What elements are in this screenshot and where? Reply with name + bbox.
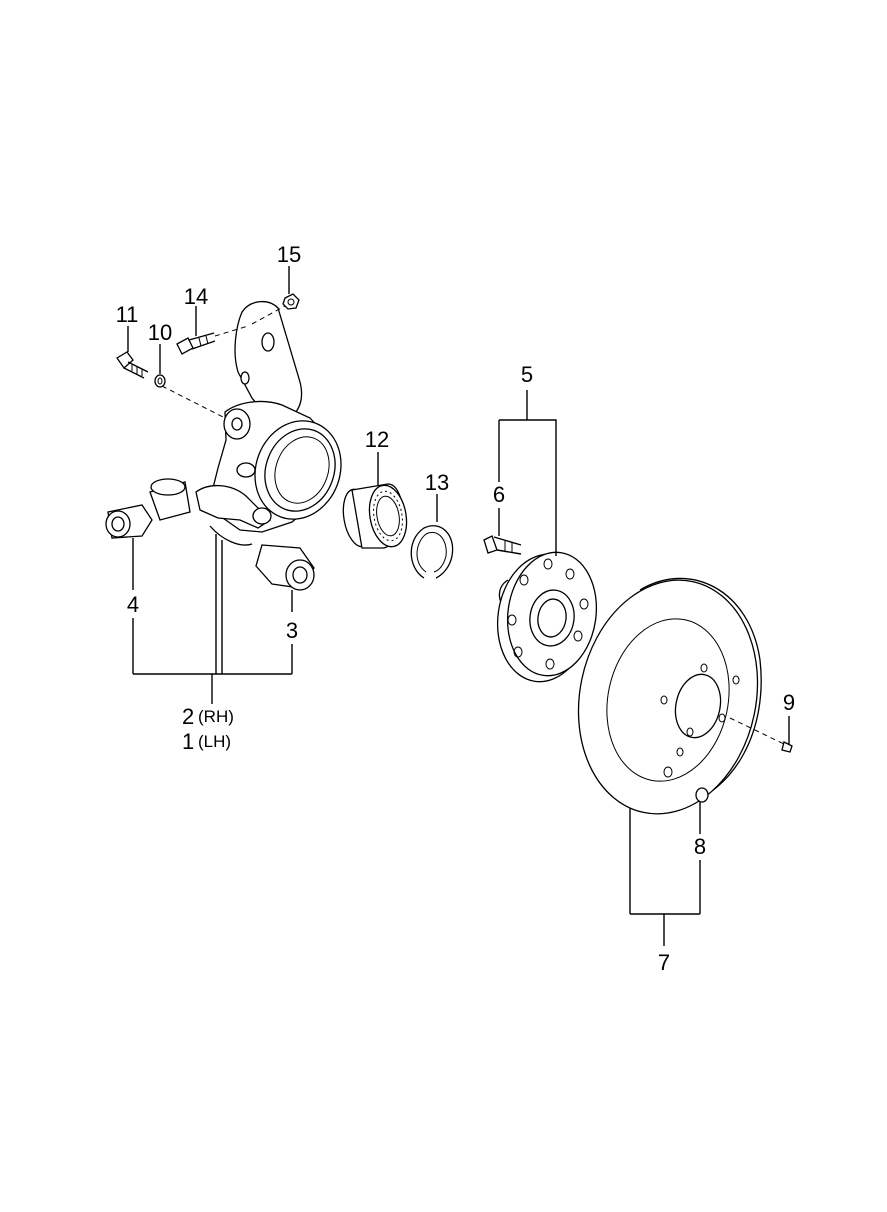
callout-5: 5 xyxy=(521,362,533,387)
callout-10: 10 xyxy=(148,320,172,345)
knuckle-part xyxy=(105,301,342,591)
hole-plug-8 xyxy=(695,787,709,803)
callout-14: 14 xyxy=(184,284,208,309)
callout-7: 7 xyxy=(658,950,670,975)
callout-1: 1 xyxy=(182,729,194,754)
bolt-14 xyxy=(176,332,216,355)
callout-2-suffix: (RH) xyxy=(198,707,234,726)
callout-4: 4 xyxy=(127,592,139,617)
callout-12: 12 xyxy=(365,427,389,452)
callout-2: 2 xyxy=(182,704,194,729)
callout-8: 8 xyxy=(694,834,706,859)
callout-13: 13 xyxy=(425,470,449,495)
nut-15 xyxy=(282,293,300,310)
callout-3: 3 xyxy=(286,618,298,643)
callout-1-suffix: (LH) xyxy=(198,732,231,751)
bolt-11 xyxy=(116,351,149,379)
hub-flange-5 xyxy=(496,551,598,683)
stud-6 xyxy=(483,535,522,555)
callout-9: 9 xyxy=(783,690,795,715)
screw-9 xyxy=(729,717,793,753)
bearing-12 xyxy=(342,483,408,549)
callout-15: 15 xyxy=(277,242,301,267)
brake-disc-7 xyxy=(577,577,762,815)
callout-11: 11 xyxy=(116,302,139,327)
callout-6: 6 xyxy=(493,482,505,507)
leader-lines xyxy=(127,266,790,946)
snap-ring-13 xyxy=(410,525,454,579)
washer-10 xyxy=(154,374,166,388)
